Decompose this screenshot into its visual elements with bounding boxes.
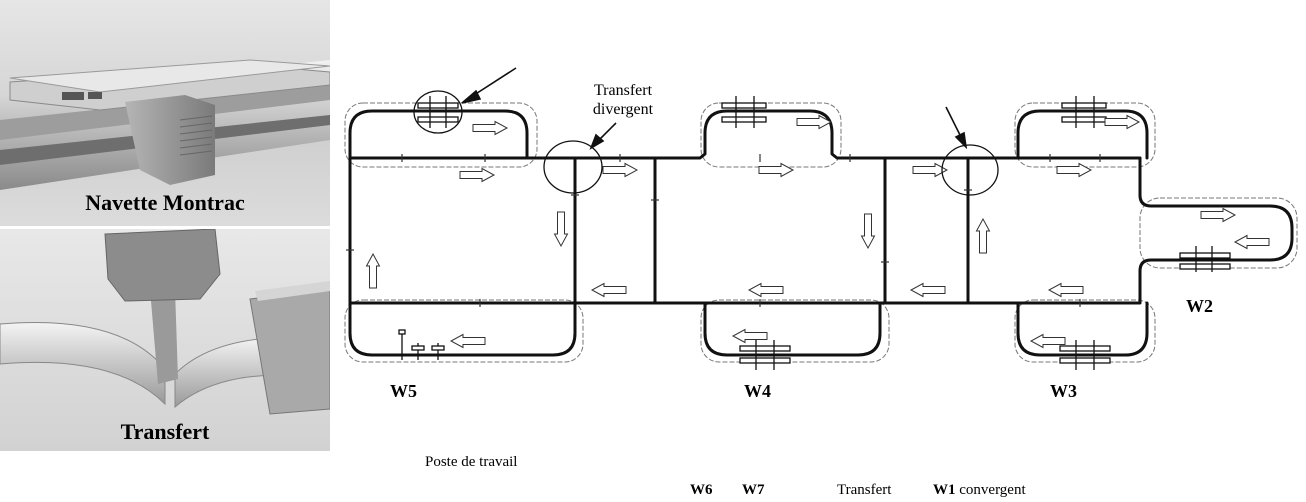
legend-w6: W6 — [690, 482, 713, 498]
legend-w1-convergent: W1 convergent — [933, 482, 1026, 499]
outer-guide-rails — [344, 102, 1298, 363]
legend-w7: W7 — [742, 482, 765, 498]
annotation-line-2: divergent — [592, 101, 654, 118]
montrac-layout-diagram — [344, 67, 1298, 370]
legend-w1: W1 — [933, 482, 956, 498]
navette-montrac-caption: Navette Montrac — [85, 190, 245, 215]
pointer-arrows — [461, 67, 968, 150]
circle-transfert-divergent — [543, 140, 603, 194]
station-fixture-w4-top — [721, 96, 767, 128]
workstation-fixtures — [398, 96, 1231, 370]
circle-station-w6 — [413, 90, 463, 134]
station-label-w3: W3 — [1050, 381, 1077, 401]
transfert-divergent-annotation: Transfert divergent — [570, 81, 676, 119]
legend-poste-de-travail: Poste de travail — [425, 454, 518, 470]
transfert-illustration — [0, 229, 330, 415]
track-ticks — [346, 154, 1101, 307]
circle-transfert-convergent — [941, 144, 999, 196]
main-track — [348, 109, 1294, 357]
station-fixture-w3-bottom — [1059, 340, 1111, 370]
station-fixture-w4-bottom — [739, 340, 791, 370]
legend-convergent: convergent — [959, 482, 1026, 498]
navette-illustration — [0, 59, 330, 190]
station-label-w2: W2 — [1186, 296, 1213, 316]
station-label-w5: W5 — [390, 381, 417, 401]
flow-arrows — [366, 115, 1270, 348]
transfert-caption: Transfert — [120, 419, 210, 444]
navette-montrac-photo: Navette Montrac — [0, 0, 330, 226]
transfert-photo: Transfert — [0, 229, 330, 451]
legend-transfert: Transfert — [837, 482, 892, 498]
station-fixture-w5-top — [417, 96, 459, 128]
station-label-w4: W4 — [744, 381, 771, 401]
station-fixture-w5-bottom — [398, 329, 445, 360]
annotation-line-1: Transfert — [593, 82, 653, 99]
station-fixture-w2 — [1179, 246, 1231, 272]
highlight-circles — [413, 90, 999, 196]
